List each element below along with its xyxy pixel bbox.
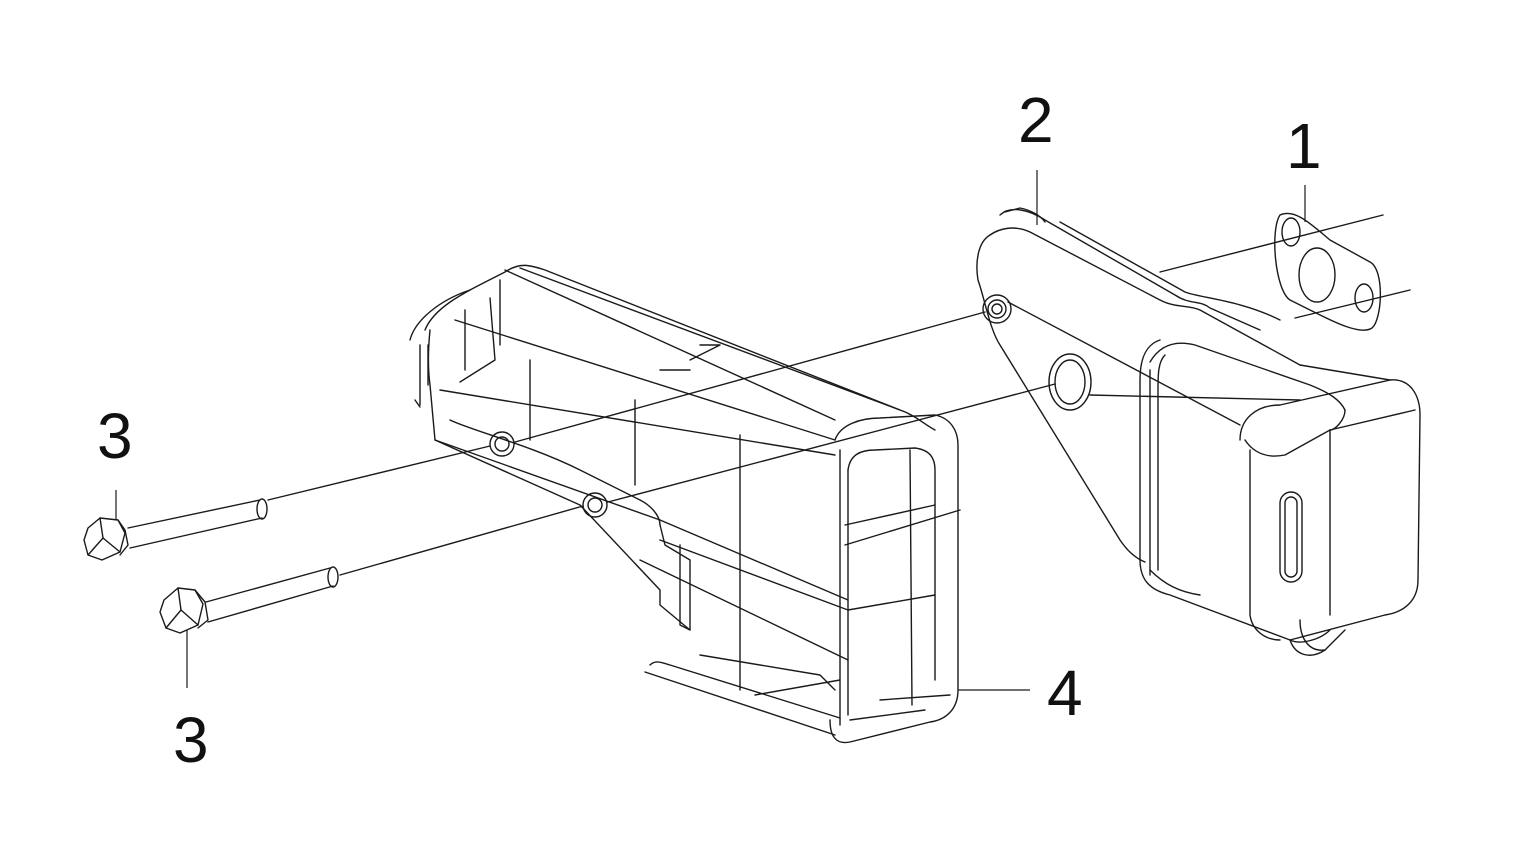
assembly-axis-lines (267, 214, 1411, 576)
bolt-upper-part-3 (83, 498, 268, 561)
leader-lines (115, 170, 1306, 691)
callout-3-upper: 3 (97, 400, 133, 472)
heat-shield-part-4 (409, 264, 961, 744)
gasket-part-1 (1274, 212, 1381, 331)
callout-3-lower: 3 (173, 704, 209, 776)
bolt-lower-part-3 (159, 566, 339, 634)
callout-1: 1 (1286, 110, 1322, 182)
callout-2: 2 (1018, 84, 1054, 156)
callout-4: 4 (1047, 657, 1083, 729)
muffler-body-part-2 (976, 207, 1421, 656)
